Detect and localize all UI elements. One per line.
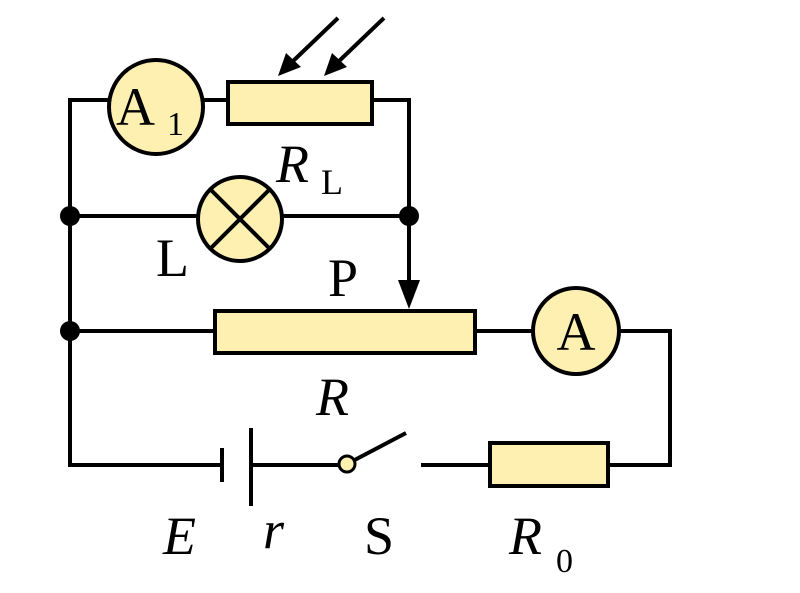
ammeter-a: A [531, 286, 621, 376]
rheostat-resistor [213, 309, 477, 355]
ammeter-a1-subscript: 1 [167, 106, 184, 143]
wires [68, 98, 672, 467]
fixed-resistor-label: R [508, 506, 542, 566]
ldr-label: R [275, 134, 309, 194]
lamp-label: L [156, 228, 189, 288]
junction-right-lamp [399, 206, 419, 226]
light-arrows-icon [278, 16, 386, 76]
ammeter-a1-label: A [116, 77, 155, 137]
junction-left-lamp [60, 206, 80, 226]
internal-resistance-label: r [263, 500, 285, 560]
ammeter-a1: A 1 [107, 58, 205, 156]
ammeter-a-label: A [557, 302, 596, 362]
slider-label: P [328, 248, 358, 308]
ldr-resistor [226, 80, 374, 126]
junction-left-rheostat [60, 321, 80, 341]
fixed-resistor [488, 441, 610, 488]
lamp-cross-icon [196, 175, 284, 263]
rheostat-label: R [315, 367, 349, 427]
switch-icon [337, 431, 407, 474]
emf-label: E [162, 506, 196, 566]
fixed-resistor-subscript: 0 [556, 543, 573, 580]
switch-label: S [364, 506, 394, 566]
arrow-down-icon [398, 280, 420, 309]
ldr-subscript: L [321, 162, 343, 202]
battery-icon [220, 428, 253, 506]
